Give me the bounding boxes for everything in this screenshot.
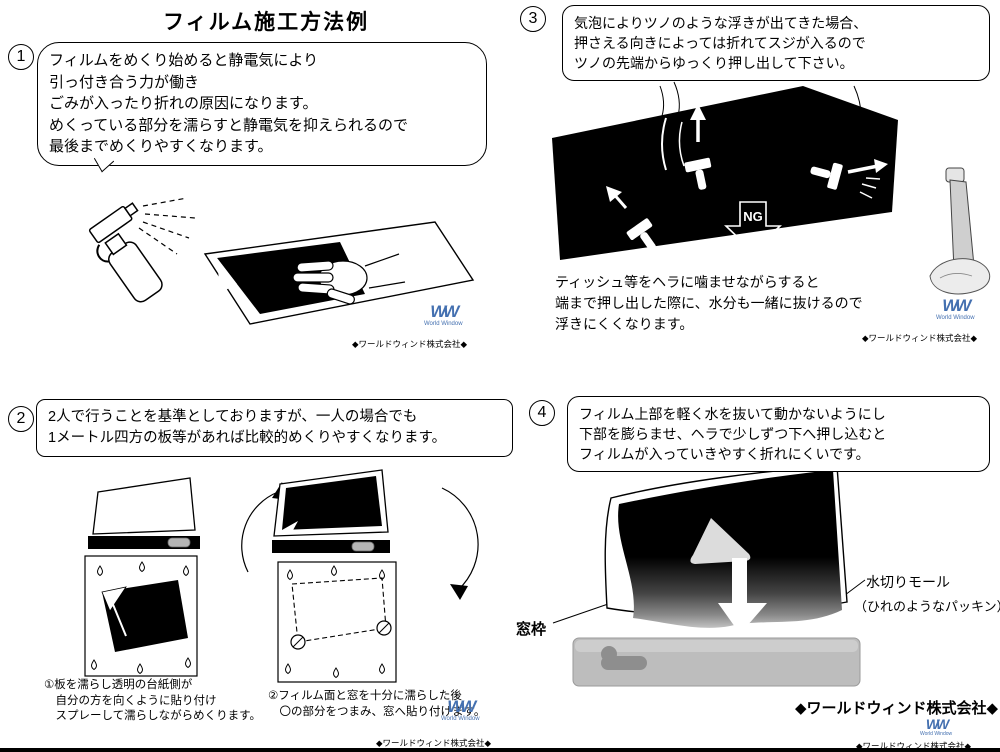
step4-textbox: フィルム上部を軽く水を抜いて動かないようにし 下部を膨らませ、ヘラで少しずつ下へ… xyxy=(567,396,990,473)
world-window-logo: WW World Window xyxy=(920,717,952,737)
window-frame-pointer-line xyxy=(552,602,612,624)
hand-icon xyxy=(292,253,406,305)
squeegee-silhouette-icon xyxy=(690,518,751,564)
company-name: ◆ワールドウィンド株式会社◆ xyxy=(856,741,972,751)
world-window-logo: WW World Window xyxy=(424,303,463,327)
step2-number: 2 xyxy=(8,406,34,432)
squeegee-icon xyxy=(810,159,888,199)
world-window-logo: WW World Window xyxy=(936,297,975,321)
diagram-peel-on-board xyxy=(84,477,200,677)
spray-mist-icon xyxy=(138,197,196,255)
page-bottom-edge xyxy=(0,748,1000,752)
step2-textbox: 2人で行うことを基準としておりますが、一人の場合でも 1メートル四方の板等があれ… xyxy=(36,399,513,457)
step1-number: 1 xyxy=(8,44,34,70)
company-name: ◆ワールドウィンド株式会社◆ xyxy=(352,339,468,349)
flip-arrows-icon xyxy=(241,487,479,591)
ww-logo-subtext: World Window xyxy=(920,731,953,737)
world-window-logo: WW World Window xyxy=(441,698,480,722)
spray-bottle-illustration xyxy=(88,197,475,325)
company-name-bold: ◆ワールドウィンド株式会社◆ xyxy=(795,700,999,717)
step1-speech-bubble: フィルムをめくり始めると静電気により 引っ付き合う力が働き ごみが入ったり折れの… xyxy=(37,42,487,166)
ww-logo-subtext: World Window xyxy=(936,315,975,321)
company-name: ◆ワールドウィンド株式会社◆ xyxy=(376,738,492,748)
board-method-illustration xyxy=(84,469,479,683)
step4-number: 4 xyxy=(529,400,555,426)
push-down-arrow-icon xyxy=(718,558,767,634)
squeegee-icon xyxy=(684,104,712,190)
ww-logo-subtext: World Window xyxy=(441,716,480,722)
step3-number: 3 xyxy=(520,6,546,32)
bubble-pushing-illustration: NG xyxy=(552,81,991,295)
molding-sublabel: （ひれのようなパッキン） xyxy=(854,599,1000,614)
page-title: フィルム施工方法例 xyxy=(163,11,370,34)
ww-monogram: WW xyxy=(925,716,949,732)
film-panel-icon xyxy=(552,86,898,260)
molding-label: 水切りモール xyxy=(866,574,950,590)
ng-label: NG xyxy=(743,209,763,224)
squeegee-with-tissue-icon xyxy=(929,167,991,295)
window-frame-label: 窓枠 xyxy=(516,621,547,638)
ww-logo-subtext: World Window xyxy=(424,321,463,327)
spray-bottle-icon xyxy=(88,202,163,303)
company-name: ◆ワールドウィンド株式会社◆ xyxy=(862,333,978,343)
ww-monogram: WW xyxy=(430,302,459,321)
ng-arrow-icon: NG xyxy=(724,201,782,254)
door-base-icon xyxy=(572,637,861,687)
step2-caption-b: ②フィルム面と窓を十分に濡らした後 〇の部分をつまみ、窓へ貼り付けます。 xyxy=(268,690,486,718)
step3-note: ティッシュ等をヘラに噛ませながらすると 端まで押し出した際に、水分も一緒に抜ける… xyxy=(555,274,863,332)
step3-textbox: 気泡によりツノのような浮きが出てきた場合、 押さえる向きによっては折れてスジが入… xyxy=(562,5,990,82)
squeegee-icon xyxy=(606,186,656,251)
ww-monogram: WW xyxy=(942,296,971,315)
diagram-flip-and-apply xyxy=(241,469,479,683)
step2-caption-a: ①板を濡らし透明の台紙側が 自分の方を向くように貼り付け スプレーして濡らしなが… xyxy=(44,679,262,723)
air-horn-creases-icon xyxy=(661,117,685,171)
ww-monogram: WW xyxy=(447,697,476,716)
